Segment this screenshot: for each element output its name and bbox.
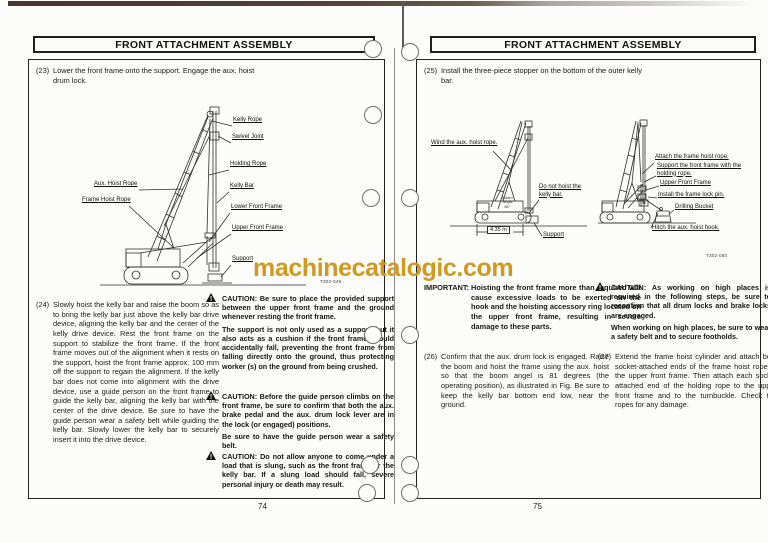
step-number: (26) xyxy=(424,352,438,361)
page-edge-line xyxy=(394,48,395,504)
watermark: machinecatalogic.com xyxy=(253,254,514,282)
dimension-label: 4.35 m xyxy=(487,226,510,234)
boom-angle-label: Boom Angle 81° xyxy=(502,195,513,209)
diagram-label-frame-lock-pin: Install the frame lock pin. xyxy=(658,192,725,198)
page-header: FRONT ATTACHMENT ASSEMBLY xyxy=(430,36,756,53)
figure-number: T302-050 xyxy=(706,253,728,258)
crane-diagram-front-frame: Kelly Rope Swivel Joint Holding Rope Kel… xyxy=(80,105,310,295)
diagram-label-support: Support xyxy=(543,232,565,238)
svg-text:!: ! xyxy=(599,285,601,291)
crane-line-art xyxy=(598,119,696,229)
diagram-label-holding-rope: Holding Rope xyxy=(230,161,267,167)
step-text: Confirm that the aux. drum lock is engag… xyxy=(441,352,609,410)
page-content-frame xyxy=(416,59,761,499)
step-24: (24) Slowly hoist the kelly bar and rais… xyxy=(36,300,219,444)
crane-diagram-frame-attach: Attach the frame hoist rope. Support the… xyxy=(598,112,762,257)
crane-diagram-hoist-position: Wind the aux. hoist rope. Do not hoist t… xyxy=(425,112,595,252)
binder-hole xyxy=(401,43,419,61)
binder-hole xyxy=(401,326,419,344)
caution-text-continued: When working on high places, be sure to … xyxy=(611,322,768,342)
diagram-label-frame-hoist-rope: Frame Hoist Rope xyxy=(82,197,131,203)
figure-number: T302-049 xyxy=(320,279,342,284)
step-number: (27) xyxy=(598,352,612,361)
step-text: Install the three-piece stopper on the b… xyxy=(441,66,642,85)
important-text: Hoisting the front frame more than requi… xyxy=(471,283,642,331)
svg-text:!: ! xyxy=(210,296,212,302)
important-note: IMPORTANT: Hoisting the front frame more… xyxy=(424,283,641,331)
page-header: FRONT ATTACHMENT ASSEMBLY xyxy=(33,36,375,53)
caution-text: CAUTION: Be sure to place the provided s… xyxy=(222,294,394,322)
binder-hole xyxy=(364,326,382,344)
warning-triangle-icon: ! xyxy=(206,293,216,304)
diagram-label-swivel-joint: Swivel Joint xyxy=(232,134,264,140)
diagram-label-upper-front-frame: Upper Front Frame xyxy=(232,225,284,231)
diagram-label-kelly-bar: Kelly Bar xyxy=(230,183,255,189)
warning-triangle-icon: ! xyxy=(206,391,216,402)
diagram-label-lower-front-frame: Lower Front Frame xyxy=(231,204,283,210)
binder-hole xyxy=(401,456,419,474)
step-text: Lower the front frame onto the support. … xyxy=(53,66,255,85)
diagram-label-upper-front-frame: Upper Front Frame xyxy=(660,180,712,186)
diagram-label-support: Support xyxy=(232,256,254,262)
svg-text:!: ! xyxy=(210,394,212,400)
page-number: 75 xyxy=(533,502,542,511)
diagram-label-hitch-aux-hook: Hitch the aux. hoist hook. xyxy=(652,225,720,231)
caution-note-guide-person: ! CAUTION: Before the guide person climb… xyxy=(206,391,394,451)
binder-hole xyxy=(401,189,419,207)
page-number: 74 xyxy=(258,502,267,511)
step-27: (27) Extend the frame hoist cylinder and… xyxy=(598,352,768,410)
page-header-title: FRONT ATTACHMENT ASSEMBLY xyxy=(115,38,293,51)
diagram-label-aux-hoist-rope: Aux. Hoist Rope xyxy=(94,181,138,187)
svg-text:!: ! xyxy=(210,454,212,460)
binder-hole xyxy=(401,484,419,502)
caution-note-support: ! CAUTION: Be sure to place the provided… xyxy=(206,293,394,371)
caution-text: CAUTION: As working on high places is re… xyxy=(611,283,768,320)
binder-hole xyxy=(361,456,379,474)
diagram-label-attach-frame-rope: Attach the frame hoist rope. xyxy=(655,154,729,160)
step-23: (23) Lower the front frame onto the supp… xyxy=(36,66,265,85)
step-number: (24) xyxy=(36,300,50,309)
diagram-label-wind-aux-rope: Wind the aux. hoist rope. xyxy=(431,140,498,146)
step-25: (25) Install the three-piece stopper on … xyxy=(424,66,651,85)
step-26: (26) Confirm that the aux. drum lock is … xyxy=(424,352,609,410)
diagram-label-drilling-bucket: Drilling Bucket xyxy=(675,204,714,210)
page-gutter-line xyxy=(402,2,404,50)
caution-note-slung-load: ! CAUTION: Do not allow anyone to come u… xyxy=(206,451,394,489)
binder-hole xyxy=(364,40,382,58)
caution-text: CAUTION: Do not allow anyone to come und… xyxy=(222,452,394,489)
warning-triangle-icon: ! xyxy=(206,451,216,462)
caution-text-continued: Be sure to have the guide person wear a … xyxy=(222,431,394,451)
diagram-label-support-front-frame: Support the front frame with the holding… xyxy=(657,163,742,177)
binder-hole xyxy=(362,189,380,207)
diagram-label-do-not-hoist: Do not hoist the kelly bar. xyxy=(539,184,582,198)
page-header-title: FRONT ATTACHMENT ASSEMBLY xyxy=(504,38,682,51)
scan-edge-bar xyxy=(8,1,756,6)
caution-note-high-places: ! CAUTION: As working on high places is … xyxy=(595,282,768,342)
step-text: Extend the frame hoist cylinder and atta… xyxy=(615,352,768,410)
page-content-frame xyxy=(28,59,385,499)
caution-text-continued: The support is not only used as a suppor… xyxy=(222,324,394,371)
step-number: (23) xyxy=(36,66,50,75)
step-text: Slowly hoist the kelly bar and raise the… xyxy=(53,300,219,444)
caution-text: CAUTION: Before the guide person climbs … xyxy=(222,392,394,429)
important-label: IMPORTANT: xyxy=(424,283,470,292)
crane-line-art xyxy=(100,106,306,286)
warning-triangle-icon: ! xyxy=(595,282,605,293)
diagram-label-kelly-rope: Kelly Rope xyxy=(233,117,263,123)
step-number: (25) xyxy=(424,66,438,75)
binder-hole xyxy=(364,106,382,124)
crane-line-art xyxy=(450,120,587,237)
binder-hole xyxy=(358,484,376,502)
